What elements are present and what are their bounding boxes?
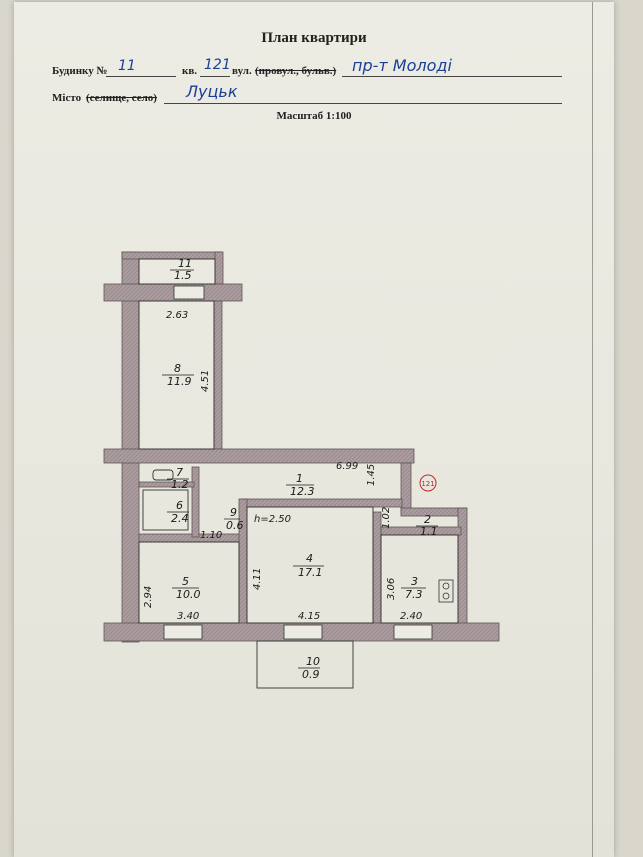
dimension-label: 2.63	[166, 310, 188, 321]
room-3-number: 3	[411, 575, 418, 588]
dimension-label: 4.15	[298, 611, 320, 622]
frame-border	[592, 2, 593, 857]
room-11-number: 11	[178, 257, 192, 270]
room-labels: 11 1.5 8 11.9 7 1.2 6 2.4 1 12.3 9 0.6 2…	[162, 257, 438, 681]
apartment-label: кв.	[182, 65, 198, 77]
document-title: План квартири	[261, 30, 367, 46]
city-name: Луцьк	[186, 82, 238, 101]
wall-left-outer	[121, 251, 140, 643]
room-4-number: 4	[306, 552, 313, 565]
room-1-number: 1	[296, 472, 303, 485]
room-2-area: 1.1	[420, 525, 438, 538]
wall-corridor-top	[103, 448, 415, 464]
building-underline	[106, 76, 176, 77]
ceiling-height: h=2.50	[254, 514, 291, 525]
street-label: вул.	[232, 65, 252, 77]
room-3-area: 7.3	[405, 588, 423, 601]
room-11-area: 1.5	[174, 269, 192, 282]
wall-right-upper	[400, 462, 412, 514]
dimension-label: 3.40	[177, 611, 199, 622]
room-7-area: 1.2	[171, 478, 189, 491]
floor-plan: 11 1.5 8 11.9 7 1.2 6 2.4 1 12.3 9 0.6 2…	[103, 251, 500, 689]
street-type-struck: (провул., бульв.)	[255, 65, 337, 77]
walls	[103, 251, 500, 643]
wall-kitchen-top-outer	[400, 507, 467, 517]
room-1-area: 12.3	[290, 485, 315, 498]
wall-room8-right	[213, 300, 223, 450]
wall-right-lower	[457, 507, 468, 631]
room-10-area: 0.9	[302, 668, 320, 681]
room-outlines	[138, 258, 459, 689]
wall-room4-right	[372, 511, 382, 624]
stove-icon	[438, 579, 454, 603]
city-type-struck: (селище, село)	[86, 92, 157, 104]
room-8-area: 11.9	[167, 375, 192, 388]
dimension-labels: 2.63 4.51 6.99 1.45 1.10 1.02 2.94 4.11 …	[143, 310, 422, 622]
dimension-label: 6.99	[336, 461, 358, 472]
room-2-number: 2	[424, 513, 431, 526]
room-4-area: 17.1	[298, 566, 323, 579]
dimension-label: 4.51	[200, 370, 211, 392]
wall-wc-bath	[138, 481, 195, 488]
room-9-number: 9	[230, 506, 237, 519]
scale-label: Масштаб 1:100	[276, 110, 352, 122]
wall-top-balcony	[121, 251, 223, 260]
stamp-number: 121	[421, 480, 434, 488]
room-7-number: 7	[176, 466, 183, 479]
windows	[163, 285, 433, 640]
building-label: Будинку №	[52, 65, 108, 77]
apartment-number: 121	[204, 57, 231, 73]
room-6-area: 2.4	[171, 512, 189, 525]
room-5-number: 5	[182, 575, 189, 588]
dimension-label: 1.02	[381, 507, 392, 529]
room-9-area: 0.6	[226, 519, 244, 532]
wall-balcony-right	[214, 251, 224, 285]
wall-balcony-room8	[103, 283, 243, 302]
city-underline	[164, 103, 562, 104]
dimension-label: 2.40	[400, 611, 422, 622]
dimension-label: 1.45	[366, 464, 377, 486]
street-underline	[342, 76, 562, 77]
building-number: 11	[118, 58, 136, 74]
dimension-label: 2.94	[143, 586, 154, 608]
city-label: Місто	[52, 92, 82, 104]
apartment-underline	[200, 76, 230, 77]
document-page: План квартири Будинку № 11 кв. 121 вул. …	[14, 2, 614, 857]
wall-bath-right	[191, 466, 200, 538]
wall-room4-top	[241, 498, 403, 508]
dimension-label: 4.11	[252, 568, 263, 590]
wall-room4-left	[238, 498, 248, 624]
street-name: пр-т Молоді	[352, 56, 452, 75]
apartment-stamp: 121	[419, 474, 437, 492]
dimension-label: 3.06	[386, 578, 397, 600]
room-8-number: 8	[174, 362, 181, 375]
wall-room5-top	[138, 533, 245, 543]
room-6-number: 6	[176, 499, 183, 512]
room-10-number: 10	[306, 655, 320, 668]
room-5-area: 10.0	[176, 588, 201, 601]
dimension-label: 1.10	[200, 530, 222, 541]
